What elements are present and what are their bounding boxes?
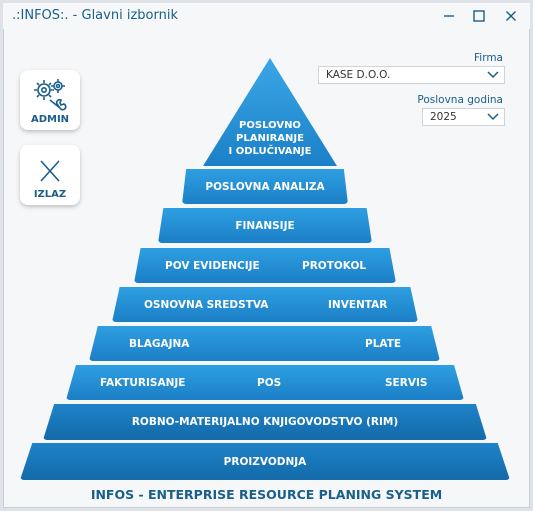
admin-button[interactable]: ADMIN xyxy=(20,70,80,130)
admin-label: ADMIN xyxy=(30,114,70,125)
title-bar: .:INFOS:. - Glavni izbornik xyxy=(3,3,530,29)
servis-button[interactable]: SERVIS xyxy=(385,376,428,389)
poslovna-analiza-button[interactable]: POSLOVNA ANALIZA xyxy=(205,180,325,193)
minimize-button[interactable] xyxy=(437,6,461,26)
tier-finansije[interactable]: FINANSIJE xyxy=(158,208,372,243)
exit-button[interactable]: IZLAZ xyxy=(20,145,80,205)
godina-label: Poslovna godina xyxy=(417,94,503,106)
protokol-button[interactable]: PROTOKOL xyxy=(302,259,367,272)
firma-select[interactable]: KASE D.O.O. xyxy=(318,66,505,84)
pov-evidencije-button[interactable]: POV EVIDENCIJE xyxy=(165,259,260,272)
exit-label: IZLAZ xyxy=(33,189,67,200)
gears-wrench-icon xyxy=(34,79,67,111)
fakturisanje-button[interactable]: FAKTURISANJE xyxy=(100,376,186,389)
footer-title: INFOS - ENTERPRISE RESOURCE PLANING SYST… xyxy=(90,487,443,502)
blagajna-button[interactable]: BLAGAJNA xyxy=(129,337,190,350)
close-button[interactable] xyxy=(499,6,523,26)
tier-3: POV EVIDENCIJE PROTOKOL xyxy=(134,248,396,283)
tier-6: FAKTURISANJE POS SERVIS xyxy=(66,365,464,400)
firma-value: KASE D.O.O. xyxy=(326,69,391,81)
tier-poslovna-analiza[interactable]: POSLOVNA ANALIZA xyxy=(182,169,348,204)
rim-button[interactable]: ROBNO-MATERIJALNO KNJIGOVODSTVO (RIM) xyxy=(131,416,399,428)
tier-4: OSNOVNA SREDSTVA INVENTAR xyxy=(112,287,418,322)
minimize-icon xyxy=(444,15,454,17)
maximize-button[interactable] xyxy=(467,6,491,26)
osnovna-sredstva-button[interactable]: OSNOVNA SREDSTVA xyxy=(144,298,269,311)
firma-label: Firma xyxy=(474,52,503,64)
planiranje-button[interactable]: POSLOVNO PLANIRANJE I ODLUČIVANJE xyxy=(228,120,312,157)
close-x-icon xyxy=(40,160,60,182)
godina-select[interactable]: 2025 xyxy=(422,108,505,126)
close-icon xyxy=(506,11,516,21)
pos-button[interactable]: POS xyxy=(257,376,282,389)
tier-rim[interactable]: ROBNO-MATERIJALNO KNJIGOVODSTVO (RIM) xyxy=(43,404,487,440)
maximize-icon xyxy=(473,10,485,22)
tier-5: BLAGAJNA PLATE xyxy=(89,326,440,361)
chevron-down-icon xyxy=(487,71,499,79)
finansije-button[interactable]: FINANSIJE xyxy=(235,219,295,232)
plate-button[interactable]: PLATE xyxy=(365,337,402,350)
chevron-down-icon xyxy=(487,113,499,121)
inventar-button[interactable]: INVENTAR xyxy=(328,298,388,311)
tier-proizvodnja[interactable]: PROIZVODNJA xyxy=(20,443,510,480)
proizvodnja-button[interactable]: PROIZVODNJA xyxy=(223,455,307,468)
window-title: .:INFOS:. - Glavni izbornik xyxy=(12,8,178,23)
godina-value: 2025 xyxy=(430,111,457,123)
